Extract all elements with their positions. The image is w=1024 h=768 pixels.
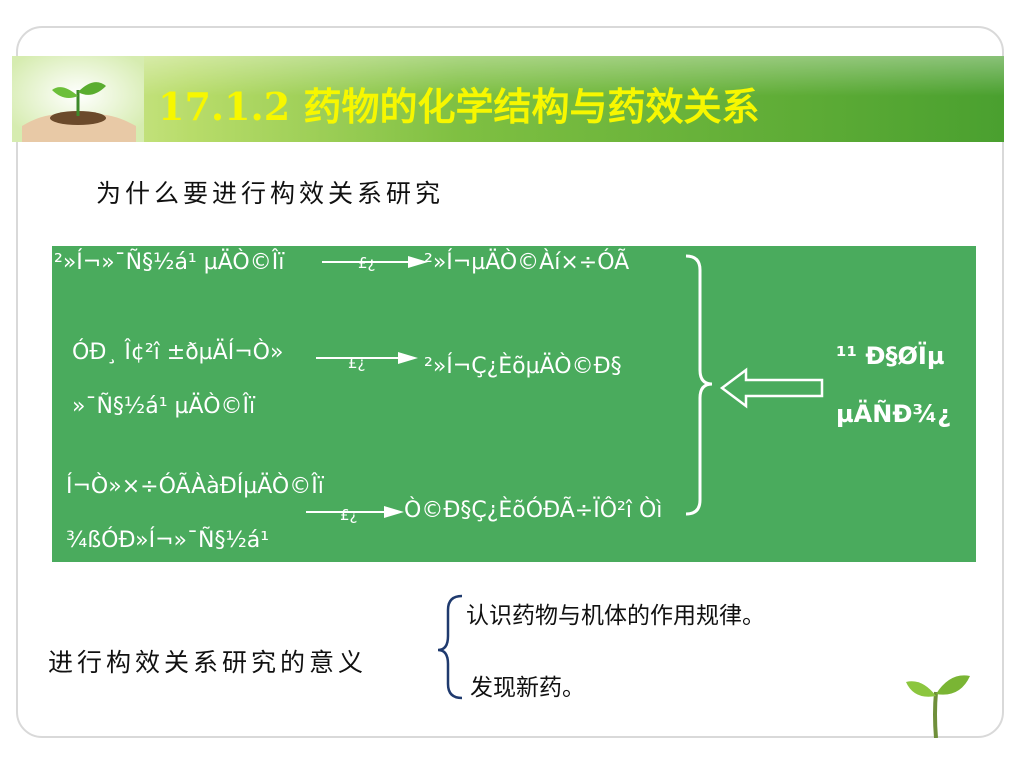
right-text-line1: ¹¹ Ð§ØÏµ <box>836 342 945 370</box>
row3-right-text: Ò©Ð§Ç¿ÈõÓÐÃ÷ÏÔ²î Òì <box>404 498 663 523</box>
hollow-left-arrow-icon <box>719 367 824 409</box>
hands-holding-sprout-icon <box>12 56 144 142</box>
row1-left-text: ²»Í¬»¯Ñ§½á¹ µÄÒ©Îï <box>54 250 285 275</box>
meaning-brace <box>437 594 463 700</box>
row3-left-text-line2: ¾ßÓÐ»Í¬»¯Ñ§½á¹ <box>66 528 270 553</box>
header-bar <box>12 56 1004 142</box>
page-title: 17.1.2 药物的化学结构与药效关系 <box>158 84 760 129</box>
row1-right-text: ²»Í¬µÄÒ©Àí×÷ÓÃ <box>424 250 630 275</box>
meaning-item-2: 发现新药。 <box>470 675 585 701</box>
row2-arrowhead <box>398 352 418 364</box>
meaning-item-1: 认识药物与机体的作用规律。 <box>466 603 765 629</box>
sprout-icon <box>906 675 970 738</box>
right-text-line2: µÄÑÐ¾¿ <box>836 400 952 428</box>
row1-arrowhead <box>408 256 428 268</box>
row2-left-text-line1: ÓÐ¸ Î¢²î ±ðµÄÍ¬Ò» <box>72 340 284 365</box>
meaning-label: 进行构效关系研究的意义 <box>48 648 368 677</box>
row2-left-text-line2: »¯Ñ§½á¹ µÄÒ©Îï <box>72 394 256 419</box>
row3-arrow-label: £¿ <box>340 506 358 524</box>
green-content-box <box>52 246 976 562</box>
row3-arrowhead <box>384 506 404 518</box>
right-brace <box>685 254 713 516</box>
slide-subtitle: 为什么要进行构效关系研究 <box>96 179 445 208</box>
row3-left-text-line1: Í¬Ò»×÷ÓÃÀàÐÍµÄÒ©Îï <box>66 474 324 499</box>
row2-right-text: ²»Í¬Ç¿ÈõµÄÒ©Ð§ <box>424 354 622 379</box>
